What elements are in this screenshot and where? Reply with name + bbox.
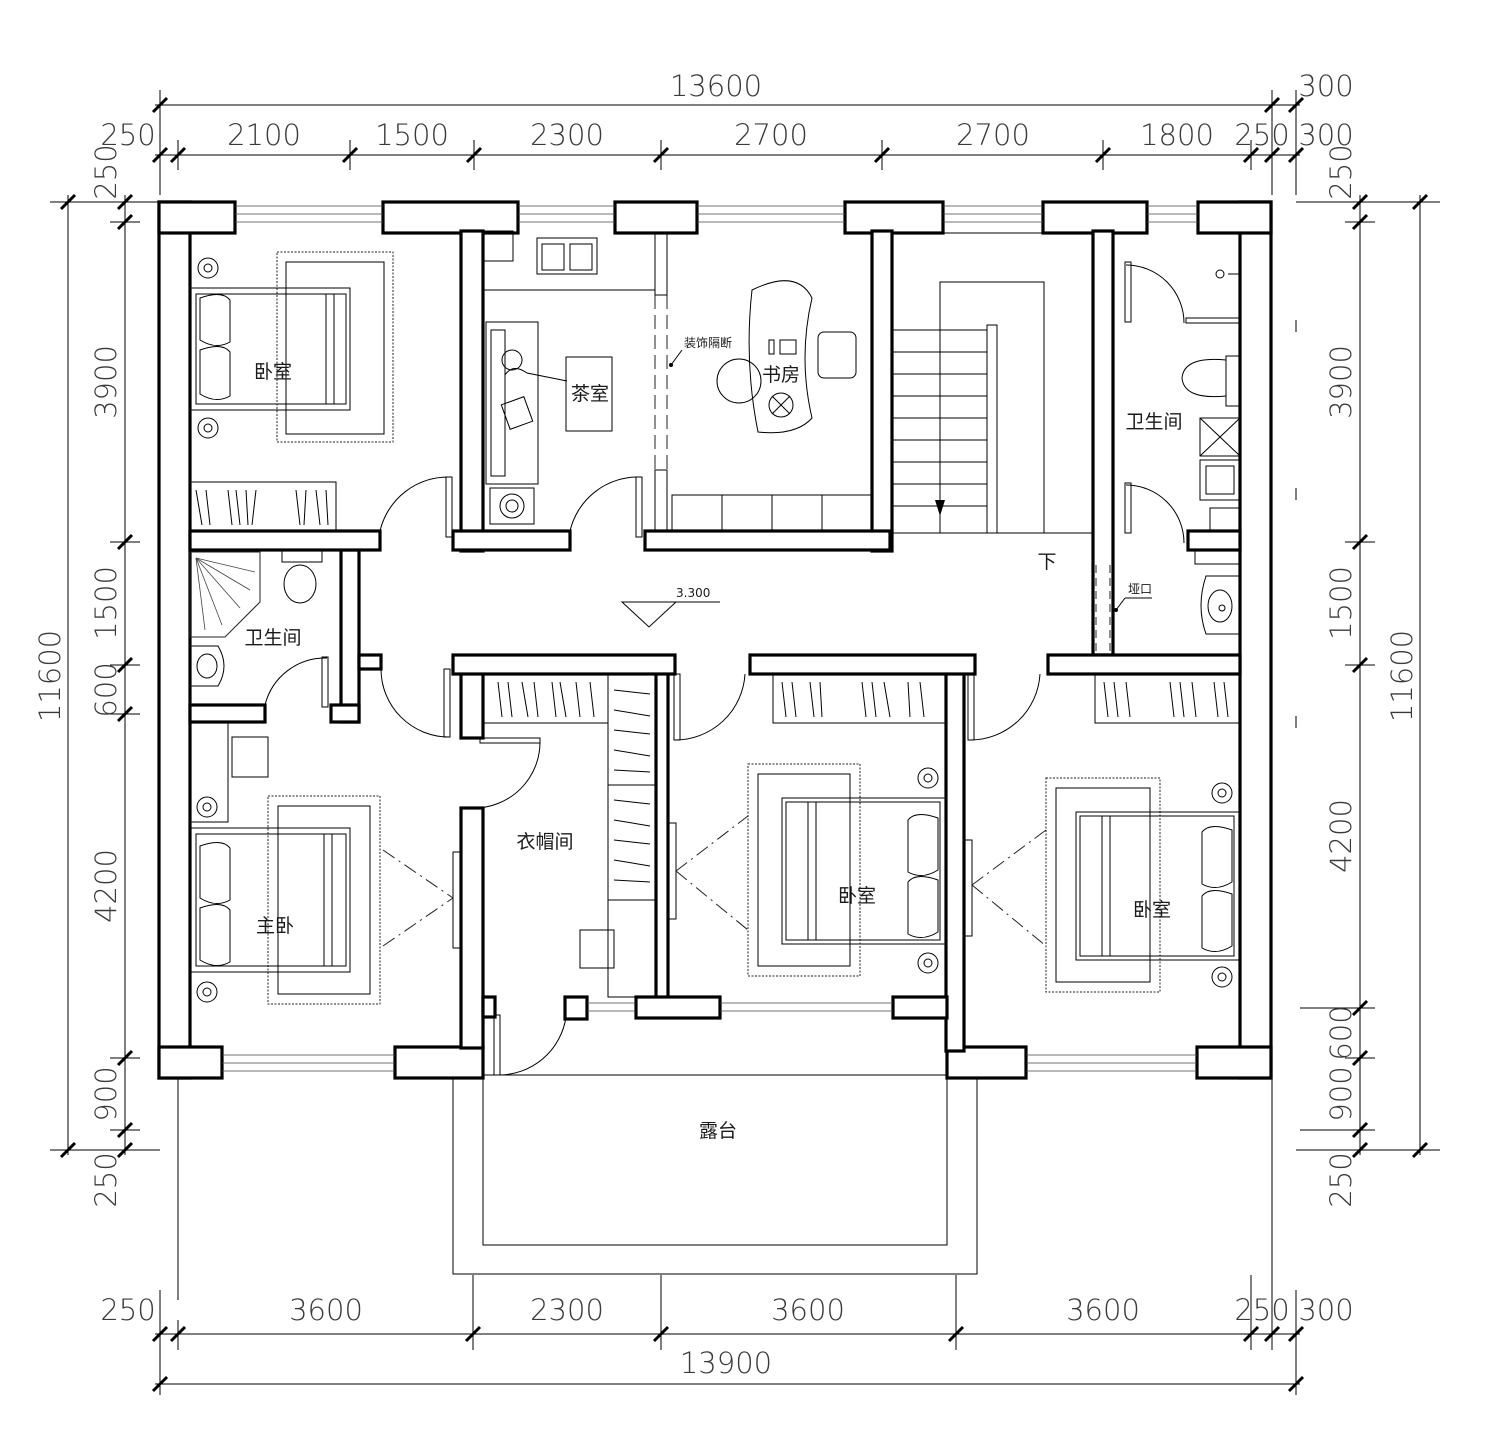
dim-top: 300 xyxy=(1298,118,1353,152)
dim-bottom: 2300 xyxy=(530,1293,604,1327)
dim-right: 600 xyxy=(1324,1005,1358,1060)
dim-bottom: 3600 xyxy=(771,1293,845,1327)
dim-bottom: 300 xyxy=(1298,1293,1353,1327)
bedroom-nw-furniture xyxy=(189,251,394,532)
dim-right: 900 xyxy=(1324,1066,1358,1121)
terrace xyxy=(177,1074,1273,1300)
dim-top: 250 xyxy=(100,118,155,152)
dim-left: 900 xyxy=(89,1066,123,1121)
dim-bottom: 250 xyxy=(100,1293,155,1327)
dim-right: 250 xyxy=(1324,1152,1358,1207)
dim-top: 2100 xyxy=(227,118,301,152)
dim-top: 250 xyxy=(1234,118,1289,152)
walls xyxy=(157,200,1273,1080)
dim-left: 250 xyxy=(89,144,123,199)
dimension-lines xyxy=(50,90,1440,1395)
bath-ne-fixtures xyxy=(1181,269,1241,533)
dim-left: 1500 xyxy=(89,566,123,640)
tea-room-furniture xyxy=(483,230,683,533)
room-labels: 卧室 茶室 装饰隔断 书房 下 卫生间 卫生间 3.300 垭口 衣帽间 主卧 … xyxy=(244,335,1182,1142)
bedroom-mid-furniture xyxy=(667,674,947,977)
label-terrace: 露台 xyxy=(699,1120,737,1142)
label-stair-down: 下 xyxy=(1037,551,1056,573)
dim-bottom-total: 13900 xyxy=(680,1346,772,1380)
dimension-labels: 13600 300 250 2100 1500 2300 2700 2700 1… xyxy=(33,69,1419,1380)
dim-top: 2700 xyxy=(956,118,1030,152)
dim-right: 1500 xyxy=(1324,566,1358,640)
doors xyxy=(264,261,1241,1076)
label-cloakroom: 衣帽间 xyxy=(516,831,573,853)
dim-top-total-right: 300 xyxy=(1298,69,1353,103)
elevation-marker xyxy=(620,601,720,628)
staircase xyxy=(892,232,1094,534)
dim-left: 250 xyxy=(89,1152,123,1207)
dim-top-total: 13600 xyxy=(670,69,762,103)
label-tea-room: 茶室 xyxy=(571,383,609,405)
windows xyxy=(222,205,1198,1072)
label-shaft: 垭口 xyxy=(1128,582,1152,596)
label-bath-w: 卫生间 xyxy=(244,627,301,649)
dim-left: 3900 xyxy=(89,345,123,419)
label-master-bedroom: 主卧 xyxy=(256,915,294,937)
dim-left-total: 11600 xyxy=(33,630,67,722)
dim-top: 1800 xyxy=(1140,118,1214,152)
label-bath-ne: 卫生间 xyxy=(1125,411,1182,433)
dim-top: 1500 xyxy=(375,118,449,152)
label-partition: 装饰隔断 xyxy=(684,335,732,350)
dim-left: 600 xyxy=(89,662,123,717)
dim-left: 4200 xyxy=(89,849,123,923)
dim-right-total: 11600 xyxy=(1385,630,1419,722)
cloakroom-furniture xyxy=(482,674,657,998)
dim-bottom: 250 xyxy=(1234,1293,1289,1327)
dim-bottom: 3600 xyxy=(1066,1293,1140,1327)
bath-w-fixtures xyxy=(189,549,323,687)
shaft-opening xyxy=(1095,549,1241,655)
master-bedroom-furniture xyxy=(189,721,462,1005)
dim-bottom: 3600 xyxy=(289,1293,363,1327)
label-bedroom-mid: 卧室 xyxy=(838,885,876,907)
dim-right: 250 xyxy=(1324,144,1358,199)
study-furniture xyxy=(671,280,873,532)
dim-top: 2300 xyxy=(530,118,604,152)
label-bedroom-nw: 卧室 xyxy=(254,361,292,383)
dim-right: 4200 xyxy=(1324,799,1358,873)
dim-right: 3900 xyxy=(1324,345,1358,419)
dim-top: 2700 xyxy=(734,118,808,152)
label-elevation: 3.300 xyxy=(676,586,710,600)
bedroom-se-furniture xyxy=(963,674,1241,993)
label-bedroom-se: 卧室 xyxy=(1133,899,1171,921)
label-study: 书房 xyxy=(762,364,800,386)
